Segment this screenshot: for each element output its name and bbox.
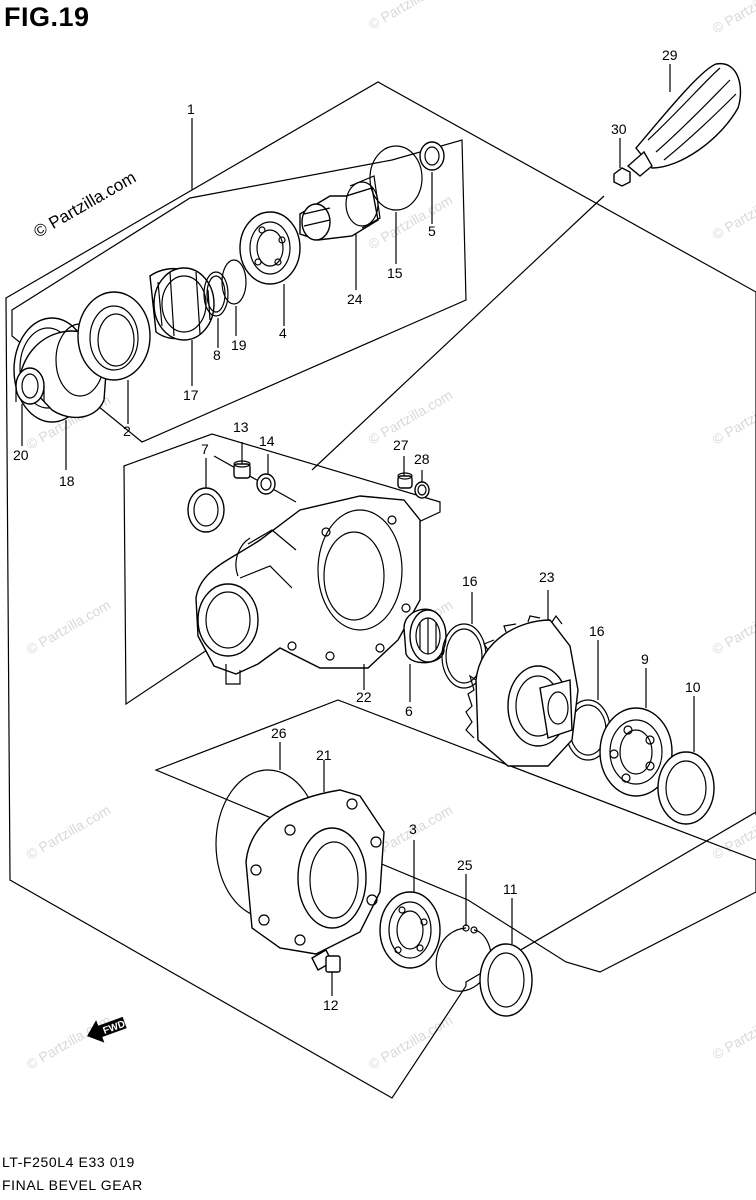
part-11-oil-seal[interactable]: [479, 943, 533, 1017]
callout-24: 24: [347, 291, 363, 307]
part-20-splined-coupling[interactable]: [15, 367, 45, 405]
callout-14: 14: [259, 433, 275, 449]
callouts: 1 2 3 4 5 6 7 8 9 10 11 12 13 14 15 16 1…: [13, 47, 701, 1013]
watermark: © Partzilla.com: [366, 1012, 456, 1073]
watermark: © Partzilla.com: [24, 802, 114, 863]
callout-25: 25: [457, 857, 473, 873]
callout-7: 7: [201, 441, 209, 457]
guide-line: [311, 195, 605, 471]
callout-1: 1: [187, 101, 195, 117]
watermark: © Partzilla.com: [710, 597, 756, 658]
callout-5: 5: [428, 223, 436, 239]
callout-3: 3: [409, 821, 417, 837]
callout-16-lower: 16: [589, 623, 605, 639]
part-8-circlip[interactable]: [203, 271, 229, 317]
watermark: © Partzilla.com: [24, 1012, 114, 1073]
sub-frame-cover: [154, 699, 756, 973]
part-9-ball-bearing[interactable]: [599, 707, 673, 797]
part-30-nut[interactable]: [613, 167, 631, 187]
callout-20: 20: [13, 447, 29, 463]
callout-12: 12: [323, 997, 339, 1013]
part-6-needle-bearing[interactable]: [403, 608, 447, 664]
part-27-plug[interactable]: [397, 472, 413, 489]
part-7-oil-seal[interactable]: [187, 487, 225, 533]
callout-15: 15: [387, 265, 403, 281]
part-21-gear-case-cover[interactable]: [245, 789, 385, 955]
callout-8: 8: [213, 347, 221, 363]
part-2-oil-seal[interactable]: [77, 291, 151, 381]
watermark: © Partzilla.com: [366, 192, 456, 253]
part-22-gear-case[interactable]: [195, 495, 421, 685]
part-24-drive-pinion[interactable]: [299, 175, 381, 241]
callout-18: 18: [59, 473, 75, 489]
outer-frame: [5, 81, 756, 1099]
watermark: © Partzilla.com: [710, 1002, 756, 1063]
group-title: FINAL BEVEL GEAR: [2, 1177, 143, 1193]
callout-26: 26: [271, 725, 287, 741]
watermark: © Partzilla.com: [366, 0, 456, 33]
callout-6: 6: [405, 703, 413, 719]
part-19-shim[interactable]: [221, 259, 247, 305]
model-code: LT-F250L4 E33 019: [2, 1154, 135, 1170]
part-23-bevel-ring-gear[interactable]: [465, 614, 579, 767]
watermark: © Partzilla.com: [24, 597, 114, 658]
guide-line: [213, 455, 297, 503]
watermark: © Partzilla.com: [710, 802, 756, 863]
part-3-ball-bearing[interactable]: [379, 891, 441, 969]
callout-16-upper: 16: [462, 573, 478, 589]
part-5-needle-bearing[interactable]: [419, 141, 445, 171]
part-4-ball-bearing[interactable]: [239, 211, 301, 285]
watermark: © Partzilla.com: [366, 387, 456, 448]
part-10-oil-seal[interactable]: [657, 751, 715, 825]
callout-19: 19: [231, 337, 247, 353]
sub-frame-housing: [123, 433, 441, 706]
leader-lines: [21, 64, 695, 996]
callout-13: 13: [233, 419, 249, 435]
part-12-bolt[interactable]: [311, 949, 341, 973]
callout-2: 2: [123, 423, 131, 439]
callout-4: 4: [279, 325, 287, 341]
callout-29: 29: [662, 47, 678, 63]
callout-23: 23: [539, 569, 555, 585]
callout-28: 28: [414, 451, 430, 467]
part-29-rubber-boot[interactable]: [626, 63, 742, 177]
callout-22: 22: [356, 689, 372, 705]
figure-title: FIG.19: [4, 2, 90, 32]
part-28-gasket[interactable]: [414, 481, 430, 499]
callout-21: 21: [316, 747, 332, 763]
callout-27: 27: [393, 437, 409, 453]
callout-9: 9: [641, 651, 649, 667]
callout-10: 10: [685, 679, 701, 695]
part-14-gasket[interactable]: [256, 473, 276, 495]
callout-11: 11: [503, 881, 518, 897]
part-17-bearing-sleeve[interactable]: [149, 267, 215, 341]
callout-17: 17: [183, 387, 199, 403]
watermark: © Partzilla.com: [710, 182, 756, 243]
watermark: © Partzilla.com: [710, 0, 756, 37]
callout-30: 30: [611, 121, 627, 137]
watermark: © Partzilla.com: [710, 387, 756, 448]
part-15-o-ring[interactable]: [369, 145, 423, 211]
